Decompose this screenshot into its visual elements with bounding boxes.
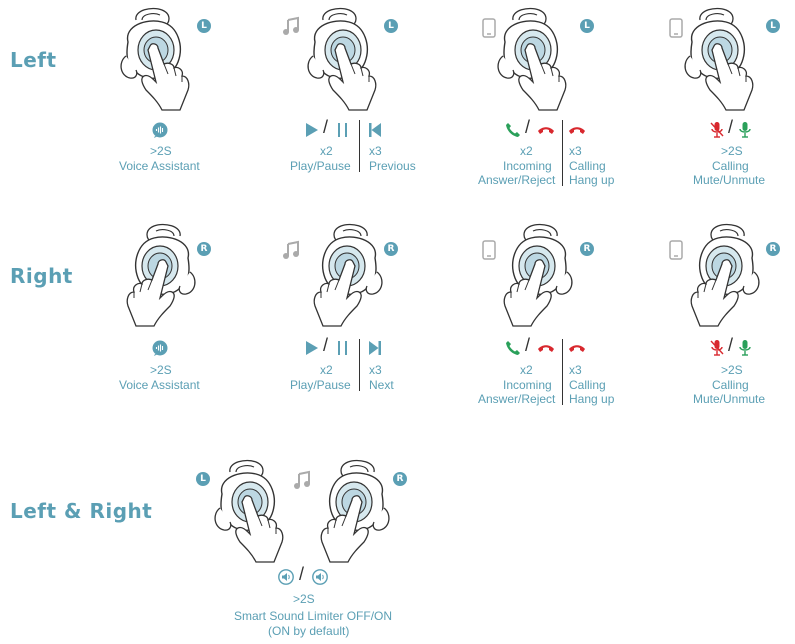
mic-on-icon: [738, 121, 752, 139]
right-badge-icon: R: [197, 242, 211, 256]
right-badge-icon: R: [393, 472, 407, 486]
earbud-press-icon: [118, 222, 198, 327]
action-label: Calling: [569, 159, 606, 173]
action-label: Smart Sound Limiter OFF/ON: [234, 609, 393, 623]
action-label: Mute/Unmute: [693, 173, 766, 187]
divider: [359, 339, 360, 391]
right-badge-icon: R: [384, 242, 398, 256]
left-badge-icon: L: [197, 19, 211, 33]
phone-hangup-icon: [568, 124, 586, 136]
count-label: x2: [320, 363, 333, 377]
action-label: Calling: [712, 159, 749, 173]
count-label: x2: [320, 144, 333, 158]
mic-off-icon: [710, 121, 724, 139]
action-label: (ON by default): [268, 624, 350, 638]
separator-slash: /: [728, 117, 734, 137]
phone-hangup-icon: [568, 342, 586, 354]
action-label: Previous: [369, 159, 416, 173]
previous-icon: [368, 122, 382, 138]
music-note-icon: [292, 470, 312, 490]
play-icon: [305, 340, 319, 356]
action-label: Answer/Reject: [478, 392, 556, 406]
earbud-press-icon: [212, 458, 292, 563]
separator-slash: /: [525, 117, 531, 137]
count-label: x3: [369, 144, 382, 158]
phone-hangup-icon: [537, 342, 555, 354]
next-icon: [368, 340, 382, 356]
divider: [359, 120, 360, 172]
phone-icon: [669, 240, 683, 260]
count-label: >2S: [150, 363, 172, 377]
mic-on-icon: [738, 339, 752, 357]
action-label: Hang up: [569, 392, 615, 406]
row-title-right: Right: [10, 264, 73, 288]
action-label: Voice Assistant: [119, 159, 200, 173]
count-label: >2S: [721, 144, 743, 158]
action-label: Calling: [569, 378, 606, 392]
earbud-press-icon: [305, 6, 385, 111]
action-label: Answer/Reject: [478, 173, 556, 187]
count-label: x2: [520, 363, 533, 377]
count-label: x2: [520, 144, 533, 158]
action-label: Voice Assistant: [119, 378, 200, 392]
earbud-press-icon: [305, 222, 385, 327]
left-badge-icon: L: [196, 472, 210, 486]
action-label: Incoming: [503, 159, 552, 173]
row-title-both: Left & Right: [10, 499, 153, 523]
sound-limiter-icon: [278, 569, 294, 585]
phone-icon: [482, 18, 496, 38]
count-label: >2S: [721, 363, 743, 377]
earbud-press-icon: [312, 458, 392, 563]
phone-icon: [669, 18, 683, 38]
pause-icon: [336, 340, 350, 356]
mic-off-icon: [710, 339, 724, 357]
action-label: Next: [369, 378, 394, 392]
earbud-press-icon: [495, 6, 575, 111]
earbud-press-icon: [682, 222, 762, 327]
action-label: Calling: [712, 378, 749, 392]
divider: [562, 339, 563, 405]
count-label: x3: [569, 144, 582, 158]
separator-slash: /: [323, 117, 329, 137]
play-icon: [305, 122, 319, 138]
voice-assistant-icon: [152, 340, 168, 356]
separator-slash: /: [323, 335, 329, 355]
phone-hangup-icon: [537, 124, 555, 136]
separator-slash: /: [728, 335, 734, 355]
divider: [562, 120, 563, 186]
sound-limiter-icon: [312, 569, 328, 585]
action-label: Play/Pause: [290, 378, 351, 392]
separator-slash: /: [299, 564, 305, 584]
music-note-icon: [281, 16, 301, 36]
earbud-press-icon: [118, 6, 198, 111]
separator-slash: /: [525, 335, 531, 355]
row-title-left: Left: [10, 48, 57, 72]
count-label: x3: [369, 363, 382, 377]
music-note-icon: [281, 240, 301, 260]
voice-assistant-icon: [152, 122, 168, 138]
count-label: x3: [569, 363, 582, 377]
action-label: Mute/Unmute: [693, 392, 766, 406]
left-badge-icon: L: [384, 19, 398, 33]
action-label: Hang up: [569, 173, 615, 187]
action-label: Incoming: [503, 378, 552, 392]
phone-icon: [482, 240, 496, 260]
left-badge-icon: L: [766, 19, 780, 33]
right-badge-icon: R: [580, 242, 594, 256]
pause-icon: [336, 122, 350, 138]
action-label: Play/Pause: [290, 159, 351, 173]
left-badge-icon: L: [580, 19, 594, 33]
count-label: >2S: [150, 144, 172, 158]
phone-answer-icon: [505, 122, 521, 138]
earbud-press-icon: [682, 6, 762, 111]
earbud-press-icon: [495, 222, 575, 327]
phone-answer-icon: [505, 340, 521, 356]
right-badge-icon: R: [766, 242, 780, 256]
count-label: >2S: [293, 592, 315, 606]
